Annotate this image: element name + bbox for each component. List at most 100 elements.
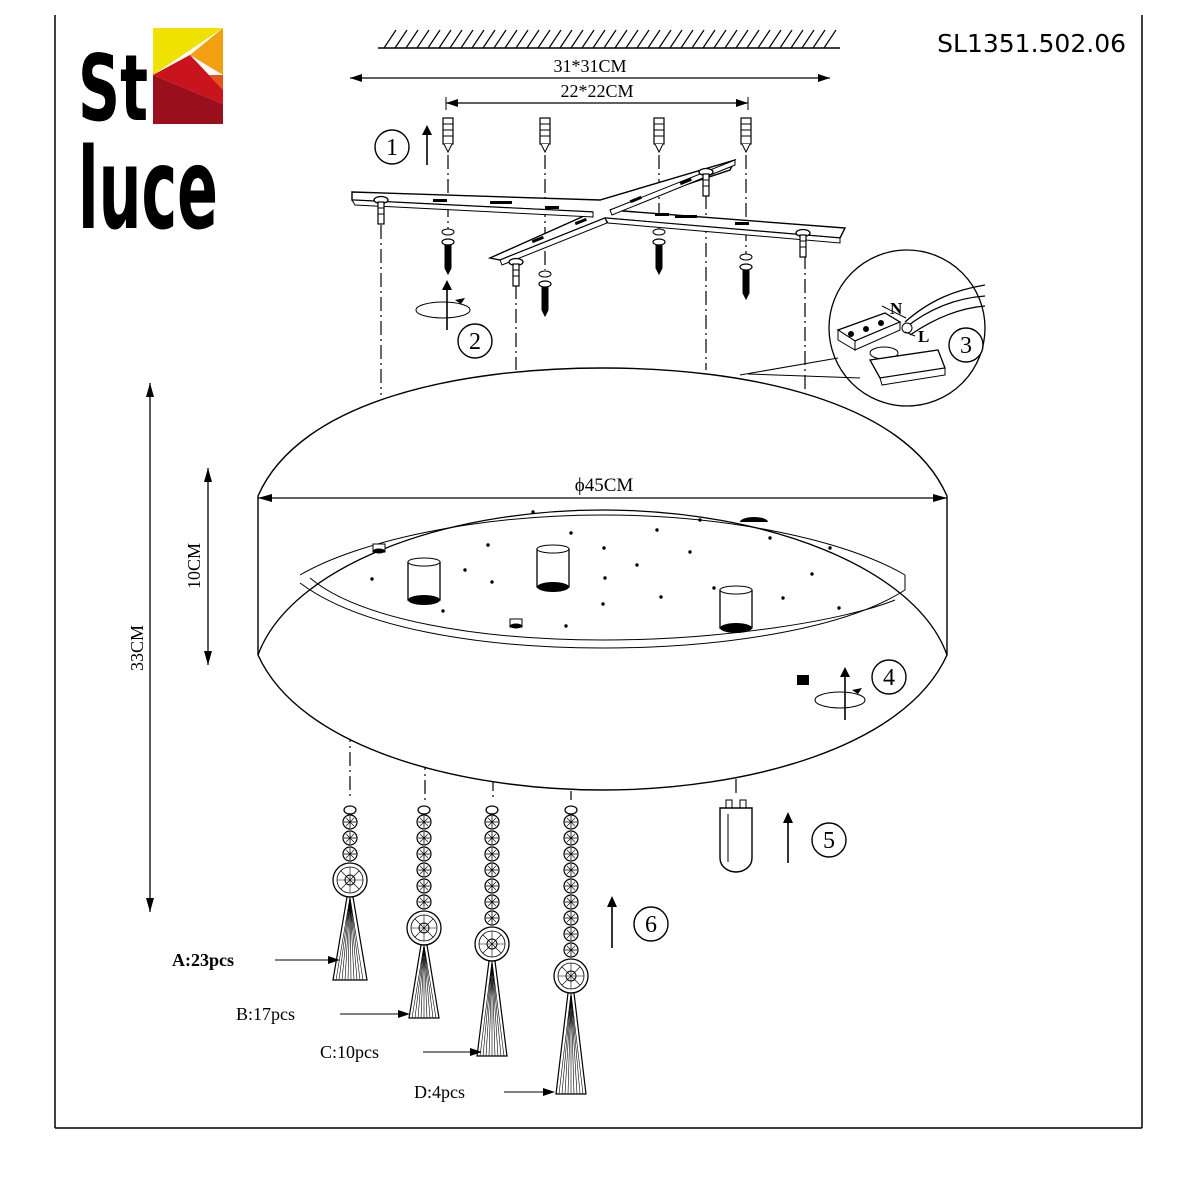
- socket-icon: [536, 544, 570, 592]
- screw-icon: [652, 238, 666, 275]
- rosette-icon: [474, 926, 510, 962]
- dimension-inner-plate: 22*22CM: [445, 81, 749, 110]
- bracket-bolt-icon: [698, 167, 714, 197]
- bead-icon: [416, 814, 432, 830]
- crystal-label-a: A:23pcs: [172, 950, 234, 970]
- mounting-hole-dot: [490, 580, 494, 584]
- mounting-hole-dot: [564, 624, 568, 628]
- hook-ring-icon: [343, 805, 357, 815]
- bead-icon: [563, 830, 579, 846]
- bead-icon: [342, 830, 358, 846]
- socket-icon: [407, 557, 441, 605]
- mounting-hole-dot: [655, 528, 659, 532]
- logo-segment-red: [153, 55, 223, 104]
- logo-text-st: St: [78, 35, 148, 142]
- logo-segment-dark-red: [153, 75, 223, 124]
- crystal-label-b: B:17pcs: [236, 1004, 295, 1024]
- bead-icon: [484, 814, 500, 830]
- anchor-icon: [653, 117, 665, 153]
- bead-icon: [563, 894, 579, 910]
- bead-icon: [563, 814, 579, 830]
- bulb-icon: [719, 807, 753, 873]
- mounting-screws: [441, 228, 753, 317]
- step-5-number: 5: [823, 828, 835, 854]
- bead-icon: [563, 942, 579, 958]
- mounting-hole-dot: [781, 596, 785, 600]
- dimension-outer-plate: 31*31CM: [350, 56, 830, 82]
- screw-icon: [739, 263, 753, 300]
- step-4-number: 4: [883, 665, 895, 691]
- bead-icon: [342, 846, 358, 862]
- mounting-hole-dot: [659, 595, 663, 599]
- neutral-wire-label: N: [890, 299, 903, 318]
- logo-color-mark: [153, 28, 223, 124]
- mounting-hole-dot: [810, 572, 814, 576]
- outer-plate-label: 31*31CM: [553, 56, 626, 76]
- total-height-label: 33CM: [127, 625, 147, 671]
- rosette-icon: [553, 958, 589, 994]
- lamp-sockets: [372, 517, 809, 685]
- bead-icon: [563, 878, 579, 894]
- inner-plate-label: 22*22CM: [560, 81, 633, 101]
- bead-icon: [416, 830, 432, 846]
- bead-icon: [416, 846, 432, 862]
- mounting-hole-dot: [370, 577, 374, 581]
- bracket-bolt-icon: [795, 228, 811, 258]
- live-wire-label: L: [918, 327, 929, 346]
- bead-icon: [563, 926, 579, 942]
- mounting-hole-dot: [698, 518, 702, 522]
- drum-shade: [257, 367, 948, 791]
- wall-anchors: [442, 117, 752, 153]
- shade-height-label: 10CM: [184, 543, 204, 589]
- mounting-hole-dot: [569, 531, 573, 535]
- wiring-detail: N L 3: [739, 249, 986, 407]
- bead-icon: [563, 862, 579, 878]
- mounting-hole-dot: [688, 550, 692, 554]
- crystal-label-d: D:4pcs: [414, 1082, 465, 1102]
- crystal-strand: [332, 805, 368, 981]
- bracket-bolt-icon: [373, 195, 389, 225]
- model-number: SL1351.502.06: [937, 29, 1126, 58]
- step-4: 4: [814, 659, 907, 720]
- brand-logo: St luce: [78, 28, 223, 255]
- bracket-bolt-icon: [508, 257, 524, 287]
- mounting-hole-dot: [601, 602, 605, 606]
- socket-icon: [740, 517, 768, 522]
- bead-icon: [484, 830, 500, 846]
- crystal-label-c: C:10pcs: [320, 1042, 379, 1062]
- step-3-number: 3: [960, 333, 972, 359]
- crystal-strand: [553, 805, 589, 1095]
- mounting-bracket: [351, 158, 847, 266]
- mounting-hole-dot: [463, 568, 467, 572]
- bead-icon: [416, 862, 432, 878]
- step-6-number: 6: [645, 912, 657, 938]
- step-5: 5: [783, 812, 847, 863]
- rosette-icon: [332, 862, 368, 898]
- logo-text-luce: luce: [78, 125, 218, 255]
- step-1-number: 1: [386, 135, 398, 161]
- bead-icon: [484, 894, 500, 910]
- bulb: [719, 799, 753, 873]
- mounting-hole-dot: [531, 510, 535, 514]
- crystal-strands: [332, 805, 589, 1095]
- hook-ring-icon: [485, 805, 499, 815]
- dimension-total-height: 33CM: [127, 383, 154, 912]
- bead-icon: [563, 910, 579, 926]
- crystal-strand: [474, 805, 510, 1057]
- bead-icon: [416, 894, 432, 910]
- step-6: 6: [607, 896, 669, 948]
- drawing-frame: [54, 15, 1143, 1129]
- step-2-number: 2: [469, 329, 481, 355]
- bead-icon: [342, 814, 358, 830]
- mounting-hole-dot: [712, 586, 716, 590]
- mounting-hole-dot: [602, 546, 606, 550]
- bead-icon: [484, 846, 500, 862]
- ceiling-hatch: [378, 29, 840, 49]
- hook-ring-icon: [417, 805, 431, 815]
- socket-icon: [719, 585, 753, 633]
- crystal-labels: A:23pcs B:17pcs C:10pcs D:4pcs: [172, 950, 555, 1102]
- mounting-hole-dot: [828, 546, 832, 550]
- bead-icon: [484, 862, 500, 878]
- mounting-hole-dot: [635, 563, 639, 567]
